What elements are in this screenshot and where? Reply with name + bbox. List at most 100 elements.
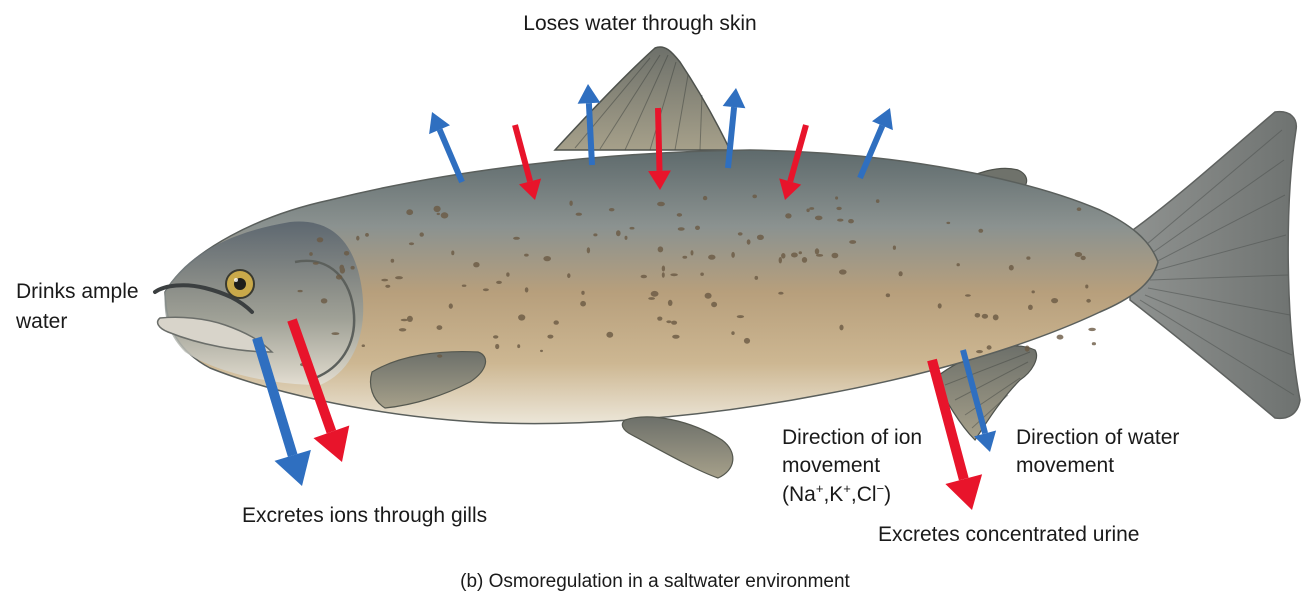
spot [641,275,647,279]
spot [651,291,659,297]
spot [886,293,890,297]
spot [409,242,414,245]
spot [779,257,782,263]
spot [362,344,365,347]
spot [496,281,502,284]
label-ion-direction-line1: Direction of ion [782,426,922,449]
water-arrow-skin-2-head [578,84,601,104]
spot [356,236,359,241]
spot [462,285,467,287]
spot [593,233,597,236]
spot [336,275,342,280]
spot [344,251,349,256]
spot [1025,346,1030,352]
spot [449,303,453,308]
spot [569,201,572,206]
spot [835,196,838,199]
spot [781,253,785,259]
spot [705,293,712,299]
spot [677,213,682,217]
spot [987,345,992,349]
spot [849,240,856,244]
spot [691,250,694,255]
water-arrow-skin-1-shaft [440,130,462,182]
spot [703,196,707,200]
spot [407,316,413,322]
spot [1077,207,1082,211]
spot [1088,328,1096,331]
spot [309,252,313,256]
spot [606,332,613,338]
spot [401,319,408,322]
spot [1085,285,1088,289]
spot [473,262,479,267]
spot [785,213,791,218]
spot [451,251,454,256]
spot [982,314,988,319]
spot [666,320,671,323]
spot [815,216,823,221]
spot [791,253,798,258]
spot [755,276,759,280]
spot [298,290,303,292]
spot [671,321,677,325]
spot [809,207,814,210]
spot [1028,305,1033,310]
ion-arrow-urine-head [945,474,982,510]
spot [839,269,847,274]
spot [547,335,553,339]
spot [747,239,751,244]
spot [662,266,665,272]
spot [658,246,664,252]
spot [1092,342,1096,345]
spot [1057,335,1064,340]
spot [1051,298,1058,303]
spot [518,314,525,320]
spot [587,247,590,253]
spot [580,301,586,307]
spot [524,254,529,257]
spot [1009,265,1014,271]
ion-arrow-skin-2-shaft [658,108,660,171]
spot [339,265,344,271]
spot [778,292,783,295]
spot [682,256,687,259]
spot [744,338,750,344]
spot [700,273,704,276]
spot [1086,299,1091,303]
spot [437,354,442,357]
label-excretes-ions-gills: Excretes ions through gills [242,504,487,527]
water-arrow-skin-2-shaft [589,103,592,165]
spot [576,213,582,216]
spot [1026,256,1030,259]
spot [708,255,715,260]
spot [938,303,942,308]
spot [406,209,413,215]
spot [437,325,443,330]
spot [836,207,841,210]
spot [752,195,757,199]
spot [648,297,655,300]
spot [365,233,369,237]
spot [483,288,489,291]
spot [711,302,717,307]
spot [678,227,685,230]
spot [616,230,621,236]
label-excretes-urine: Excretes concentrated urine [878,523,1139,546]
spot [976,350,983,353]
label-ion-direction-line2: movement [782,454,880,477]
spot [837,219,843,222]
spot [815,248,819,254]
label-water-direction-line1: Direction of water [1016,426,1179,449]
pelvic-fin [622,417,732,478]
spot [554,320,559,324]
spot [799,251,802,254]
figure-caption: (b) Osmoregulation in a saltwater enviro… [460,571,850,592]
spot [625,236,628,240]
spot [391,259,395,263]
water-arrow-skin-1 [429,112,462,182]
spot [513,237,520,240]
spot [978,229,983,233]
spot [670,273,678,276]
